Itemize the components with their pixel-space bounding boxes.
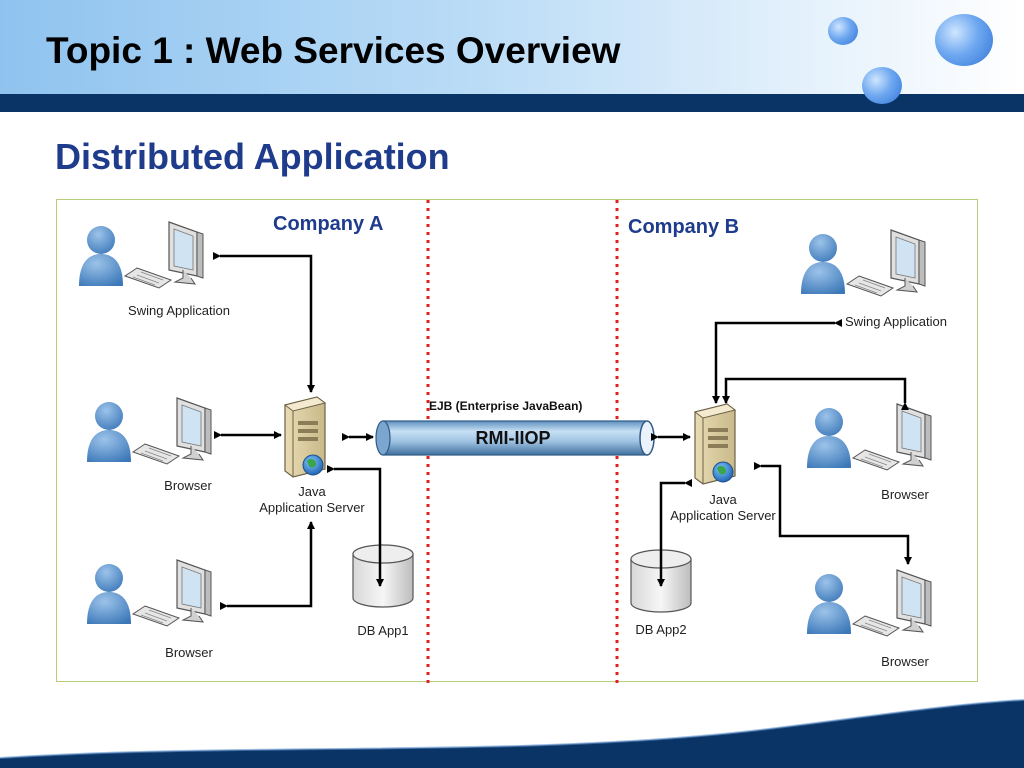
ejb-label: EJB (Enterprise JavaBean) — [429, 399, 582, 413]
decorative-bubble — [935, 14, 993, 66]
footer-wave — [0, 699, 1024, 768]
db-b-label: DB App2 — [635, 622, 686, 637]
workstation-icon — [86, 559, 212, 627]
workstation-icon — [86, 397, 212, 465]
server-b-line1: Java — [709, 492, 737, 507]
database-icon — [352, 544, 414, 608]
workstation-icon — [806, 569, 932, 637]
pipe-label: RMI-IIOP — [476, 428, 551, 448]
company-a-label: Company A — [273, 213, 383, 235]
b-client-1-label: Swing Application — [845, 314, 947, 329]
company-b-connectors — [651, 319, 912, 587]
db-a-label: DB App1 — [357, 623, 408, 638]
decorative-bubble — [862, 67, 902, 104]
header-bar — [0, 94, 1024, 112]
b-client-3-label: Browser — [881, 654, 929, 669]
workstation-icon — [806, 403, 932, 471]
slide-header — [0, 0, 1024, 95]
distributed-application-diagram: Company A Company B Swing Application Br… — [56, 199, 978, 683]
rmi-iiop-pipe — [375, 420, 655, 456]
company-b-label: Company B — [628, 216, 739, 238]
b-client-2-label: Browser — [881, 487, 929, 502]
server-b-line2: Application Server — [670, 508, 776, 523]
a-client-3-label: Browser — [165, 645, 213, 660]
decorative-bubble — [828, 17, 858, 45]
slide-subtitle: Distributed Application — [55, 136, 450, 177]
slide-title: Topic 1 : Web Services Overview — [46, 30, 621, 71]
server-a-line1: Java — [298, 484, 326, 499]
a-client-2-label: Browser — [164, 478, 212, 493]
server-icon — [284, 396, 326, 478]
workstation-icon — [78, 221, 204, 289]
company-a-connectors — [213, 252, 384, 610]
server-icon — [694, 403, 736, 485]
server-a-line2: Application Server — [259, 500, 365, 515]
a-client-1-label: Swing Application — [128, 303, 230, 318]
workstation-icon — [800, 229, 926, 297]
diagram-canvas: Company A Company B Swing Application Br… — [78, 200, 947, 683]
